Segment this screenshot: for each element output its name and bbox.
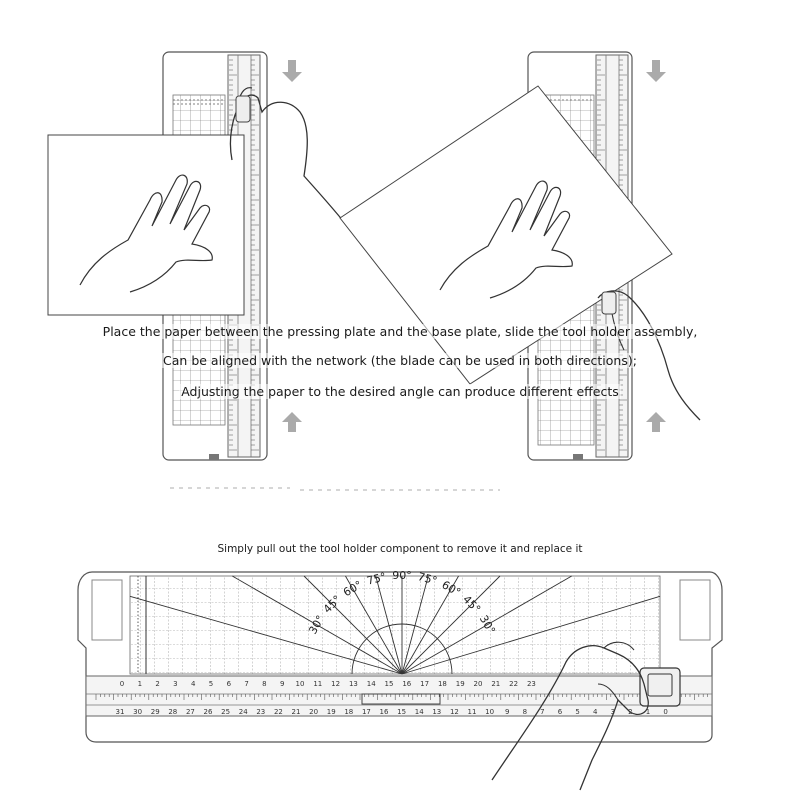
scale-tick-label: 5	[575, 708, 579, 716]
scale-tick-label: 22	[274, 708, 283, 716]
scale-tick-label: 4	[593, 708, 598, 716]
scale-tick-label: 1	[646, 708, 650, 716]
caption-line-2: Can be aligned with the network (the bla…	[0, 353, 800, 368]
scale-tick-label: 7	[244, 680, 248, 688]
scale-tick-label: 18	[438, 680, 447, 688]
scale-tick-label: 9	[280, 680, 284, 688]
scale-tick-label: 17	[420, 680, 429, 688]
scale-tick-label: 4	[191, 680, 196, 688]
scale-tick-label: 7	[540, 708, 544, 716]
caption-text: Can be aligned with the network (the bla…	[161, 353, 639, 368]
scale-tick-label: 21	[491, 680, 500, 688]
scale-tick-label: 21	[292, 708, 301, 716]
scale-tick-label: 6	[558, 708, 563, 716]
scale-tick-label: 8	[523, 708, 527, 716]
scale-tick-label: 14	[367, 680, 376, 688]
scale-tick-label: 15	[397, 708, 406, 716]
scale-tick-label: 12	[331, 680, 340, 688]
hand-icon	[79, 174, 213, 293]
up-arrow-icon	[282, 412, 302, 432]
scale-tick-label: 14	[415, 708, 424, 716]
scale-tick-label: 23	[256, 708, 265, 716]
up-arrow-icon	[646, 412, 666, 432]
paper-sheet	[47, 134, 245, 316]
caption-text: Simply pull out the tool holder componen…	[217, 543, 583, 555]
scale-tick-label: 6	[227, 680, 232, 688]
caption-line-4: Simply pull out the tool holder componen…	[0, 543, 800, 555]
caption-text: Place the paper between the pressing pla…	[100, 324, 700, 339]
hand-icon	[491, 645, 649, 791]
scale-tick-label: 0	[663, 708, 667, 716]
scale-tick-label: 26	[204, 708, 213, 716]
scale-tick-label: 3	[611, 708, 615, 716]
scale-tick-label: 28	[168, 708, 177, 716]
angle-label: 75°	[416, 570, 438, 588]
scale-tick-label: 19	[456, 680, 465, 688]
scale-tick-label: 15	[385, 680, 394, 688]
scale-tick-label: 22	[509, 680, 518, 688]
scale-tick-label: 12	[450, 708, 459, 716]
scale-tick-label: 13	[432, 708, 441, 716]
scale-tick-label: 18	[344, 708, 353, 716]
scale-tick-label: 11	[468, 708, 477, 716]
scale-tick-label: 23	[527, 680, 536, 688]
scale-tick-label: 1	[138, 680, 142, 688]
right-trimmer	[339, 51, 701, 461]
caption-text: Adjusting the paper to the desired angle…	[179, 384, 621, 399]
scale-tick-label: 0	[120, 680, 124, 688]
down-arrow-icon	[646, 60, 666, 82]
scale-tick-label: 17	[362, 708, 371, 716]
scale-tick-label: 11	[313, 680, 322, 688]
scale-tick-label: 25	[221, 708, 230, 716]
scale-tick-label: 30	[133, 708, 142, 716]
scale-tick-label: 31	[116, 708, 125, 716]
caption-line-1: Place the paper between the pressing pla…	[0, 324, 800, 339]
scale-tick-label: 5	[209, 680, 213, 688]
down-arrow-icon	[282, 60, 302, 82]
scale-tick-label: 19	[327, 708, 336, 716]
scale-tick-label: 8	[262, 680, 266, 688]
scale-tick-label: 20	[309, 708, 318, 716]
scale-tick-label: 16	[380, 708, 389, 716]
scale-tick-label: 9	[505, 708, 509, 716]
scale-tick-label: 16	[402, 680, 411, 688]
scale-tick-label: 24	[239, 708, 248, 716]
caption-line-3: Adjusting the paper to the desired angle…	[0, 384, 800, 399]
scale-tick-label: 27	[186, 708, 195, 716]
scale-tick-label: 10	[296, 680, 305, 688]
scale-tick-label: 2	[155, 680, 159, 688]
hand-icon	[439, 180, 573, 299]
scale-tick-label: 10	[485, 708, 494, 716]
scale-tick-label: 29	[151, 708, 160, 716]
scale-tick-label: 3	[173, 680, 177, 688]
scale-tick-label: 20	[474, 680, 483, 688]
angle-label: 75°	[365, 570, 387, 588]
angle-label: 90°	[392, 569, 412, 582]
scale-tick-label: 13	[349, 680, 358, 688]
